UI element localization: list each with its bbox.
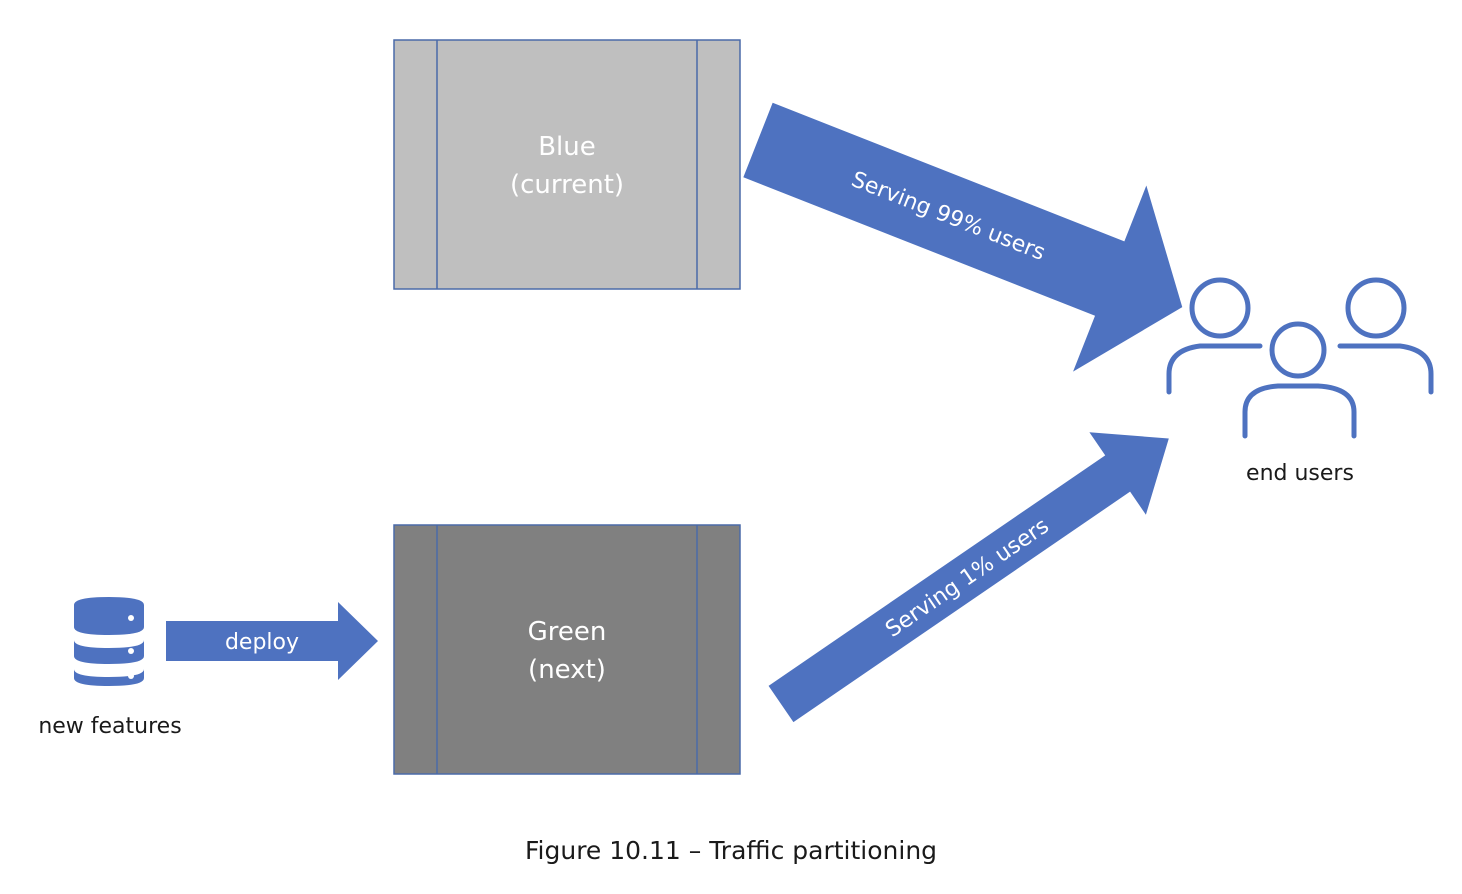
blue-box-subtitle: (current) <box>510 170 624 200</box>
blue-environment-box: Blue (current) <box>393 39 741 290</box>
figure-caption: Figure 10.11 – Traffic partitioning <box>524 836 938 865</box>
blue-box-title: Blue <box>538 132 596 162</box>
arrow-serving-99: Serving 99% users <box>743 102 1183 372</box>
new-features-label: new features <box>38 714 181 739</box>
green-environment-box: Green (next) <box>393 524 741 775</box>
blue-box-rect <box>393 39 741 290</box>
users-icon <box>1166 277 1434 439</box>
deploy-label: deploy <box>225 630 299 655</box>
green-box-subtitle: (next) <box>528 655 606 685</box>
arrow-serving-1: Serving 1% users <box>768 432 1169 723</box>
green-box-rect <box>393 524 741 775</box>
deploy-arrow: deploy <box>166 602 378 680</box>
green-box-title: Green <box>528 617 607 647</box>
database-icon <box>74 597 144 686</box>
end-users-label: end users <box>1246 461 1354 486</box>
serving-1-label: Serving 1% users <box>881 514 1053 643</box>
